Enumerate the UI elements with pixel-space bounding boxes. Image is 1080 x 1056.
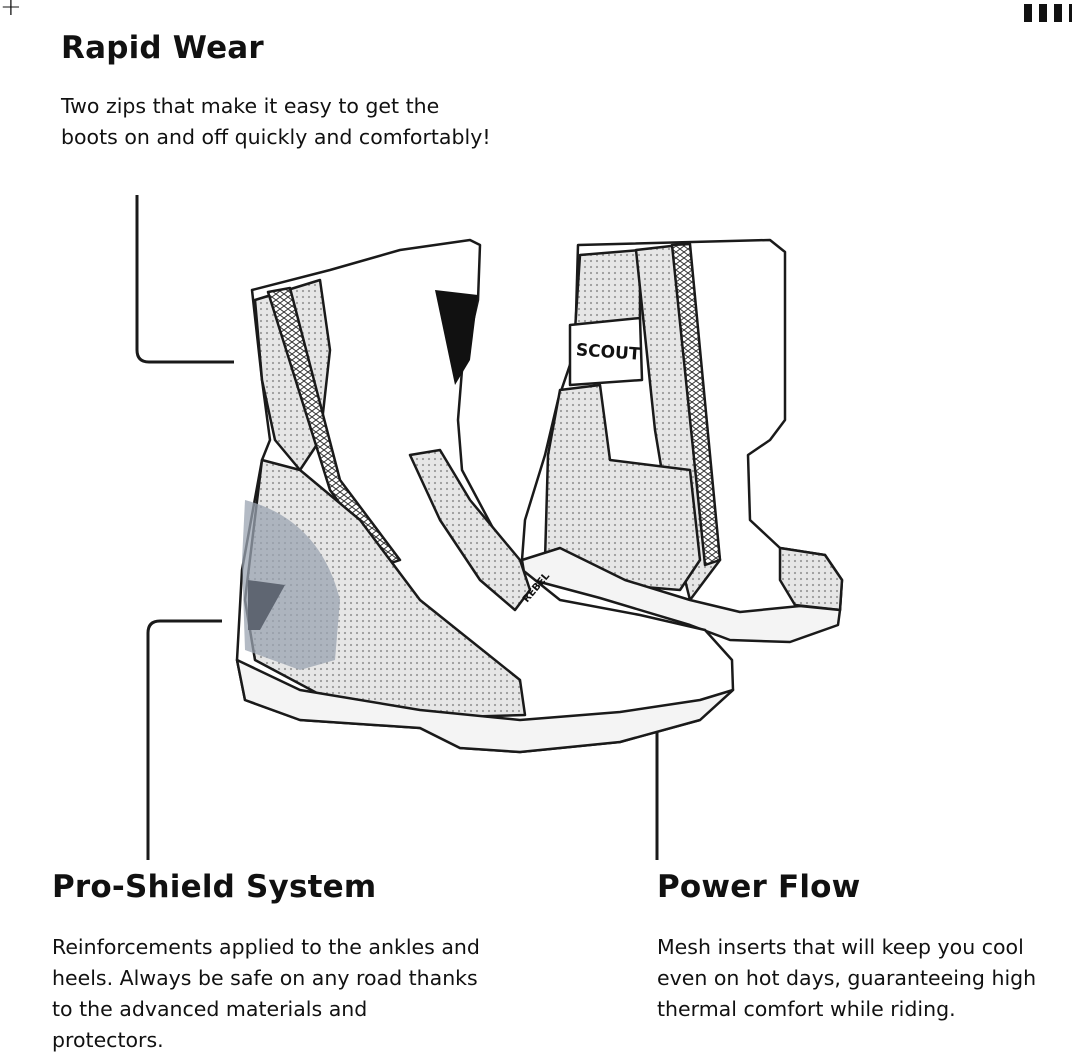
feature-pro-shield-system: Pro-Shield System Reinforcements applied… <box>52 869 482 1056</box>
left-boot: REBEL <box>235 238 735 754</box>
feature-title: Pro-Shield System <box>52 869 377 905</box>
brand-stripes <box>435 290 478 385</box>
leader-rapid-wear <box>135 195 234 364</box>
feature-title: Rapid Wear <box>61 30 264 66</box>
scout-label: SCOUT <box>575 340 641 364</box>
feature-description: Reinforcements applied to the ankles and… <box>52 935 480 1052</box>
feature-power-flow: Power Flow Mesh inserts that will keep y… <box>657 869 1077 1025</box>
plus-icon: + <box>0 0 22 22</box>
right-boot: SCOUT <box>520 238 844 644</box>
feature-description: Two zips that make it easy to get the bo… <box>61 94 491 149</box>
feature-title: Power Flow <box>657 869 861 905</box>
feature-description: Mesh inserts that will keep you cool eve… <box>657 935 1037 1021</box>
rebel-logo-mark <box>248 580 285 630</box>
pro-shield-highlight <box>242 500 340 670</box>
leader-pro-shield <box>146 619 222 860</box>
feature-rapid-wear: Rapid Wear Two zips that make it easy to… <box>61 30 501 153</box>
bars-icon <box>1024 4 1072 22</box>
